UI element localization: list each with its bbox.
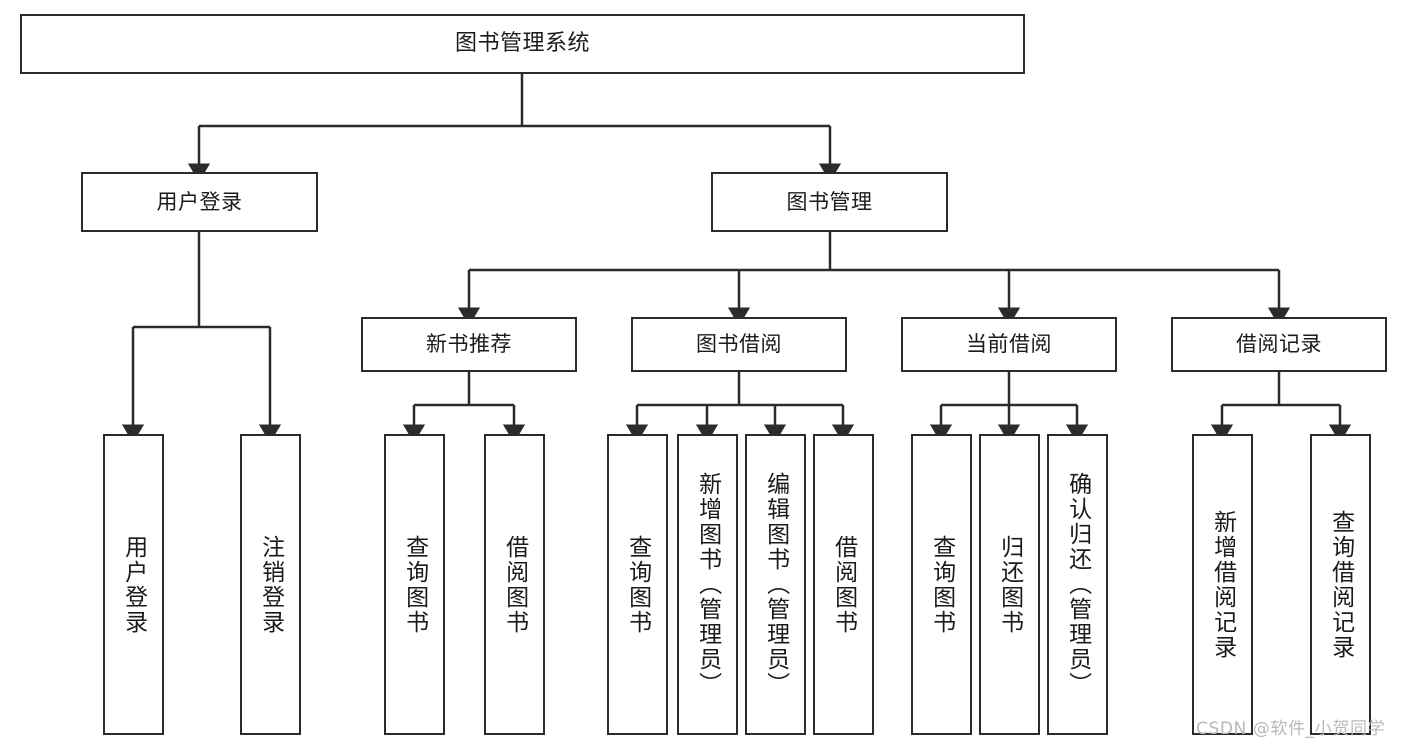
node-leaf-user-login-label: 用户登录 bbox=[120, 534, 147, 635]
node-leaf-borrow-book-2[interactable]: 借阅图书 bbox=[813, 434, 874, 735]
node-leaf-logout-label: 注销登录 bbox=[257, 534, 284, 635]
node-leaf-borrow-book-2-label: 借阅图书 bbox=[830, 534, 857, 635]
node-leaf-edit-book-label: 编辑图书（管理员） bbox=[762, 472, 789, 697]
node-borrow-record-label: 借阅记录 bbox=[1236, 332, 1322, 357]
node-leaf-return-book[interactable]: 归还图书 bbox=[979, 434, 1040, 735]
node-borrow-record[interactable]: 借阅记录 bbox=[1171, 317, 1387, 372]
node-leaf-add-record[interactable]: 新增借阅记录 bbox=[1192, 434, 1253, 735]
node-leaf-query-record-label: 查询借阅记录 bbox=[1327, 509, 1354, 660]
node-leaf-logout[interactable]: 注销登录 bbox=[240, 434, 301, 735]
node-book-borrow[interactable]: 图书借阅 bbox=[631, 317, 847, 372]
node-leaf-add-record-label: 新增借阅记录 bbox=[1209, 509, 1236, 660]
node-user-login-label: 用户登录 bbox=[156, 189, 243, 214]
node-current-borrow-label: 当前借阅 bbox=[966, 332, 1052, 357]
node-user-login[interactable]: 用户登录 bbox=[81, 172, 318, 232]
node-root[interactable]: 图书管理系统 bbox=[20, 14, 1025, 74]
node-leaf-query-book-3-label: 查询图书 bbox=[928, 534, 955, 635]
node-leaf-query-book-1-label: 查询图书 bbox=[401, 534, 428, 635]
node-leaf-user-login[interactable]: 用户登录 bbox=[103, 434, 164, 735]
node-book-borrow-label: 图书借阅 bbox=[696, 332, 782, 357]
node-root-label: 图书管理系统 bbox=[454, 30, 590, 56]
node-leaf-query-book-2[interactable]: 查询图书 bbox=[607, 434, 668, 735]
node-leaf-query-book-1[interactable]: 查询图书 bbox=[384, 434, 445, 735]
node-current-borrow[interactable]: 当前借阅 bbox=[901, 317, 1117, 372]
node-leaf-confirm-return-label: 确认归还（管理员） bbox=[1064, 472, 1091, 697]
node-leaf-add-book[interactable]: 新增图书（管理员） bbox=[677, 434, 738, 735]
node-leaf-add-book-label: 新增图书（管理员） bbox=[694, 472, 721, 697]
node-book-manage[interactable]: 图书管理 bbox=[711, 172, 948, 232]
node-leaf-edit-book[interactable]: 编辑图书（管理员） bbox=[745, 434, 806, 735]
node-leaf-return-book-label: 归还图书 bbox=[996, 534, 1023, 635]
node-leaf-query-book-2-label: 查询图书 bbox=[624, 534, 651, 635]
node-leaf-borrow-book-1[interactable]: 借阅图书 bbox=[484, 434, 545, 735]
node-new-book-recommend-label: 新书推荐 bbox=[426, 332, 512, 357]
node-leaf-borrow-book-1-label: 借阅图书 bbox=[501, 534, 528, 635]
csdn-watermark: CSDN @软件_小贺同学 bbox=[1196, 719, 1386, 739]
node-leaf-query-book-3[interactable]: 查询图书 bbox=[911, 434, 972, 735]
node-new-book-recommend[interactable]: 新书推荐 bbox=[361, 317, 577, 372]
node-leaf-query-record[interactable]: 查询借阅记录 bbox=[1310, 434, 1371, 735]
node-book-manage-label: 图书管理 bbox=[786, 189, 873, 214]
node-leaf-confirm-return[interactable]: 确认归还（管理员） bbox=[1047, 434, 1108, 735]
